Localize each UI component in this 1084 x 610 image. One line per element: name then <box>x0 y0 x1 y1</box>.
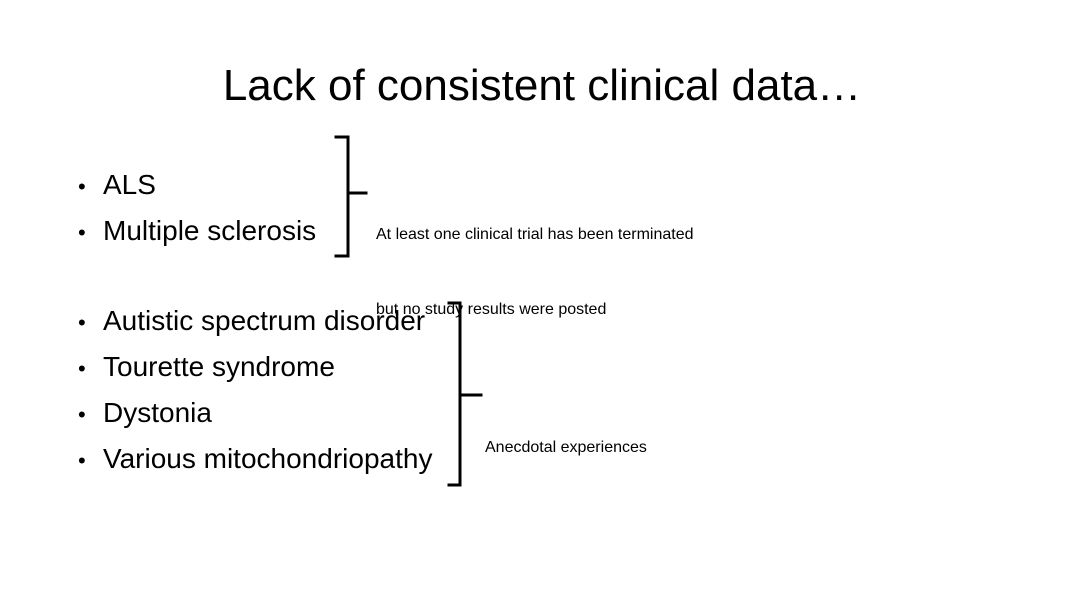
list-item-label: Multiple sclerosis <box>103 215 317 246</box>
bullet-point-icon: • <box>78 402 86 427</box>
list-item: • Dystonia <box>78 390 432 436</box>
bullet-point-icon: • <box>78 310 86 335</box>
brace-group-two <box>443 299 485 491</box>
bullet-group-two: • Autistic spectrum disorder • Tourette … <box>78 298 432 482</box>
list-item-label: ALS <box>103 169 156 200</box>
bullet-group-one: • ALS • Multiple sclerosis <box>78 162 316 254</box>
bullet-point-icon: • <box>78 174 86 199</box>
list-item-label: Various mitochondriopathy <box>103 443 433 474</box>
brace-group-one <box>330 134 370 260</box>
list-item: • Autistic spectrum disorder <box>78 298 432 344</box>
list-item-label: Tourette syndrome <box>103 351 335 382</box>
bullet-point-icon: • <box>78 356 86 381</box>
page-title: Lack of consistent clinical data… <box>222 61 862 110</box>
bullet-point-icon: • <box>78 448 86 473</box>
annotation-group-two: Anecdotal experiences <box>485 385 647 510</box>
list-item: • Multiple sclerosis <box>78 208 316 254</box>
list-item-label: Dystonia <box>103 397 212 428</box>
annotation-line: At least one clinical trial has been ter… <box>376 226 694 243</box>
bullet-point-icon: • <box>78 220 86 245</box>
annotation-line: Anecdotal experiences <box>485 439 647 456</box>
list-item: • ALS <box>78 162 316 208</box>
list-item: • Tourette syndrome <box>78 344 432 390</box>
list-item: • Various mitochondriopathy <box>78 436 432 482</box>
annotation-group-one: At least one clinical trial has been ter… <box>376 172 694 372</box>
list-item-label: Autistic spectrum disorder <box>103 305 426 336</box>
annotation-line: but no study results were posted <box>376 301 607 318</box>
